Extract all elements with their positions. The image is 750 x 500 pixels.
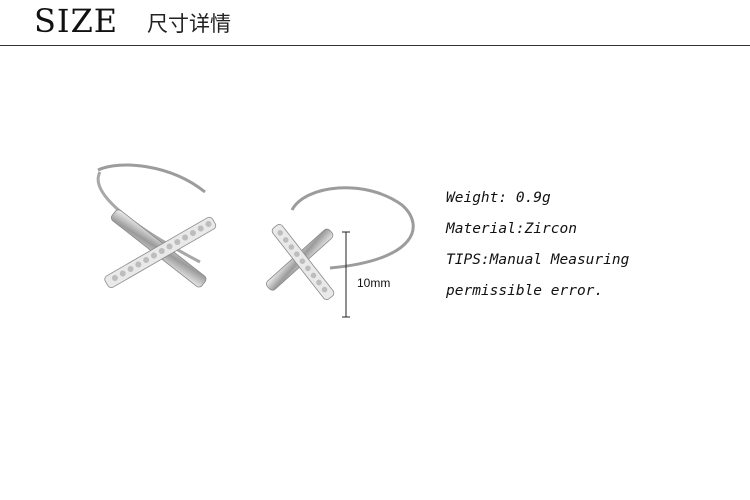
spec-list: Weight: 0.9g Material:Zircon TIPS:Manual… bbox=[446, 183, 629, 307]
dimension-label: 10mm bbox=[357, 276, 391, 290]
spec-tips: TIPS:Manual Measuring bbox=[446, 252, 630, 268]
page-header: SIZE 尺寸详情 bbox=[0, 0, 750, 46]
size-title-chinese: 尺寸详情 bbox=[147, 12, 231, 36]
dimension-bracket bbox=[342, 231, 350, 318]
spec-weight: Weight: 0.9g bbox=[446, 190, 551, 206]
right-earring bbox=[266, 186, 415, 300]
header-divider bbox=[0, 45, 750, 46]
size-title: SIZE bbox=[34, 2, 119, 40]
earring-product-photo bbox=[96, 163, 415, 318]
spec-material: Material:Zircon bbox=[446, 221, 577, 237]
left-earring bbox=[96, 163, 217, 288]
spec-tips-continued: permissible error. bbox=[446, 283, 604, 299]
